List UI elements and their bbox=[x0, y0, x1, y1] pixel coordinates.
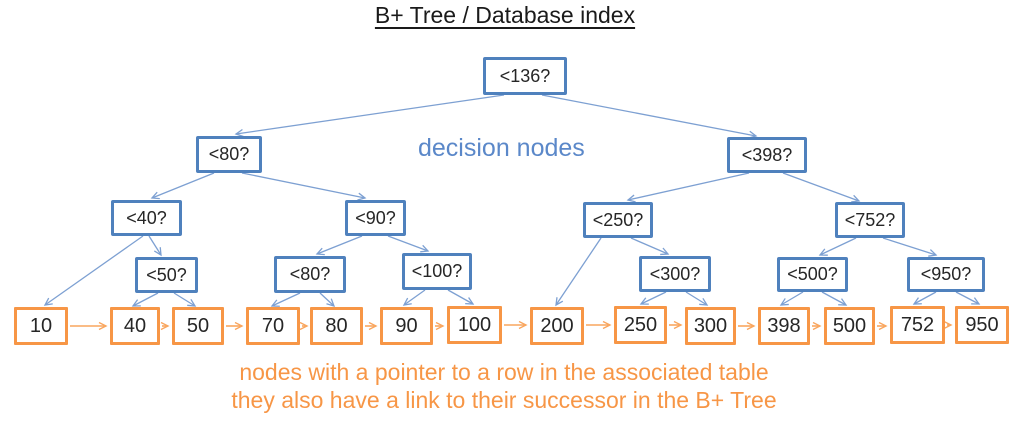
decision-nodes-annotation: decision nodes bbox=[418, 134, 585, 162]
leaf-node-10: 10 bbox=[14, 307, 68, 345]
edge-d40-d50 bbox=[148, 235, 162, 257]
edge-d398-d752 bbox=[782, 172, 861, 203]
edge-d90-d100 bbox=[387, 235, 430, 253]
decision-node-250: <250? bbox=[583, 202, 653, 238]
decision-node-398: <398? bbox=[727, 137, 807, 173]
leaf-node-80: 80 bbox=[310, 307, 363, 345]
decision-node-80: <80? bbox=[196, 136, 262, 173]
leaf-caption-line1: nodes with a pointer to a row in the ass… bbox=[239, 359, 769, 385]
edge-d90-d80b bbox=[315, 235, 363, 256]
decision-node-950: <950? bbox=[907, 257, 985, 292]
leaf-node-500: 500 bbox=[824, 307, 875, 345]
edge-d50-l50 bbox=[173, 292, 197, 307]
edge-d950-l752 bbox=[912, 291, 937, 305]
leaf-caption-line2: they also have a link to their successor… bbox=[231, 387, 777, 413]
leaf-node-50: 50 bbox=[172, 307, 224, 345]
decision-node-136: <136? bbox=[483, 57, 567, 95]
leaf-node-752: 752 bbox=[890, 306, 945, 344]
edge-d136-d398 bbox=[541, 94, 758, 139]
decision-node-50: <50? bbox=[135, 257, 198, 293]
leaf-node-398: 398 bbox=[758, 307, 810, 345]
edge-d100-l90 bbox=[402, 289, 426, 306]
decision-node-90: <90? bbox=[345, 200, 406, 236]
edge-d300-l300 bbox=[685, 291, 709, 306]
edge-d300-l250 bbox=[639, 291, 667, 305]
decision-node-300: <300? bbox=[639, 256, 711, 292]
edge-d80b-l80 bbox=[319, 292, 336, 307]
decision-node-80b: <80? bbox=[274, 256, 346, 293]
leaf-node-250: 250 bbox=[614, 306, 667, 344]
edge-d398-d250 bbox=[626, 172, 750, 203]
decision-node-752: <752? bbox=[835, 202, 905, 238]
leaf-node-200: 200 bbox=[530, 307, 584, 345]
decision-node-40: <40? bbox=[111, 200, 182, 236]
edge-d80-d40 bbox=[150, 172, 215, 200]
edge-d50-l40 bbox=[131, 292, 159, 307]
diagram-title: B+ Tree / Database index bbox=[374, 2, 636, 28]
leaf-chain-edges bbox=[70, 320, 953, 331]
edge-d752-d500 bbox=[818, 237, 857, 256]
leaf-node-950: 950 bbox=[955, 306, 1009, 344]
leaf-node-90: 90 bbox=[380, 307, 433, 345]
edge-d100-l100 bbox=[447, 289, 475, 305]
edge-d500-l398 bbox=[779, 291, 804, 306]
edge-d250-d300 bbox=[630, 237, 670, 256]
decision-node-500: <500? bbox=[777, 257, 848, 292]
edge-d250-l200 bbox=[555, 237, 602, 307]
edge-d752-d950 bbox=[882, 237, 938, 257]
edge-d80b-l70 bbox=[270, 292, 301, 307]
decision-edges bbox=[43, 94, 981, 307]
leaf-node-300: 300 bbox=[685, 307, 736, 345]
leaf-node-100: 100 bbox=[447, 306, 502, 344]
edge-d80-d90 bbox=[241, 172, 367, 201]
edge-d950-l950 bbox=[955, 291, 981, 305]
leaf-caption: nodes with a pointer to a row in the ass… bbox=[0, 358, 1008, 414]
decision-node-100: <100? bbox=[402, 253, 472, 290]
edge-d500-l500 bbox=[821, 291, 848, 306]
leaf-node-70: 70 bbox=[246, 307, 300, 345]
leaf-node-40: 40 bbox=[110, 307, 160, 345]
edge-d136-d80 bbox=[234, 94, 505, 138]
edge-d40-l10 bbox=[43, 235, 144, 306]
